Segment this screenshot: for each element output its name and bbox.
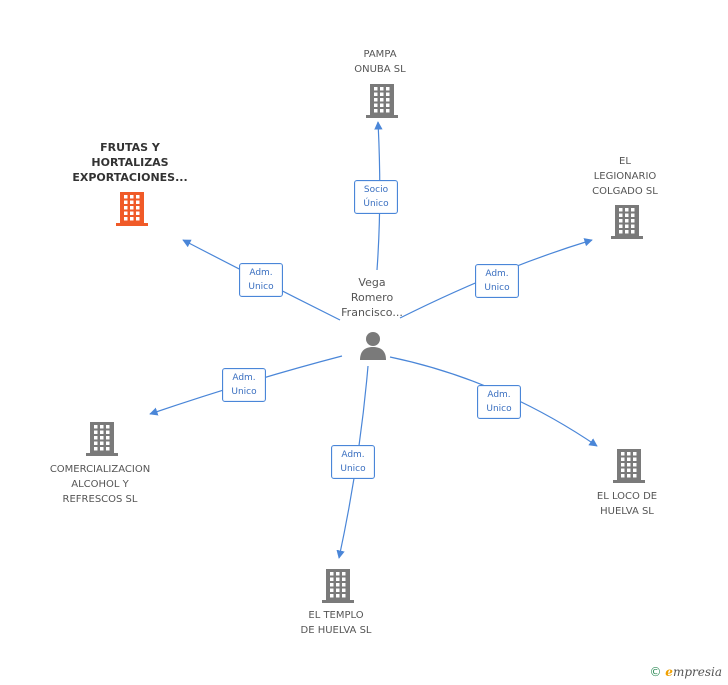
building-icon[interactable] <box>116 192 148 226</box>
copyright-icon: © <box>649 665 662 679</box>
company-label-pampa[interactable]: PAMPA ONUBA SL <box>354 49 406 75</box>
company-label-comercializacion[interactable]: COMERCIALIZACION ALCOHOL Y REFRESCOS SL <box>49 464 151 505</box>
footer-brand[interactable]: © empresia <box>649 665 722 679</box>
relation-badge-legionario[interactable]: Adm. Unico <box>475 264 519 298</box>
relation-badge-pampa[interactable]: Socio Único <box>354 180 398 214</box>
building-icon[interactable] <box>366 84 398 118</box>
relation-badge-comercializacion[interactable]: Adm. Unico <box>222 368 266 402</box>
building-icon[interactable] <box>611 205 643 239</box>
person-icon[interactable] <box>358 330 388 360</box>
relation-badge-templo[interactable]: Adm. Unico <box>331 445 375 479</box>
brand-logo[interactable]: empresia <box>665 665 722 679</box>
center-person-label[interactable]: Vega Romero Francisco... <box>341 276 403 319</box>
building-icon[interactable] <box>613 449 645 483</box>
building-icon[interactable] <box>322 569 354 603</box>
relation-badge-loco[interactable]: Adm. Unico <box>477 385 521 419</box>
company-label-templo[interactable]: EL TEMPLO DE HUELVA SL <box>300 610 372 636</box>
building-icon[interactable] <box>86 422 118 456</box>
company-label-loco[interactable]: EL LOCO DE HUELVA SL <box>596 491 658 517</box>
company-label-frutas[interactable]: FRUTAS Y HORTALIZAS EXPORTACIONES... <box>72 141 188 184</box>
company-label-legionario[interactable]: EL LEGIONARIO COLGADO SL <box>592 156 658 197</box>
relation-badge-frutas[interactable]: Adm. Unico <box>239 263 283 297</box>
